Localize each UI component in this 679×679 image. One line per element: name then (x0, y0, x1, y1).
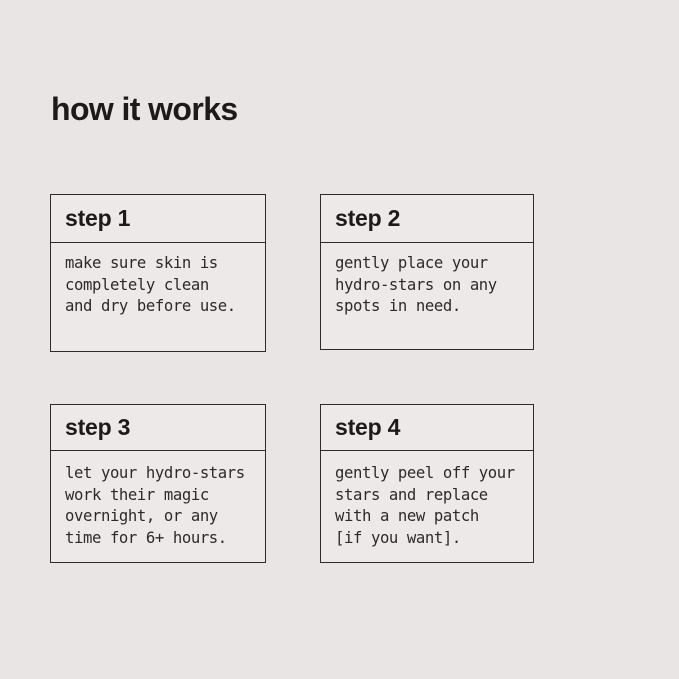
step-4-card: step 4 gently peel off your stars and re… (320, 404, 534, 563)
step-4-description: gently peel off your stars and replace w… (335, 464, 515, 547)
step-3-card: step 3 let your hydro-stars work their m… (50, 404, 266, 563)
page-title: how it works (51, 91, 238, 128)
step-3-description: let your hydro-stars work their magic ov… (65, 464, 245, 547)
step-4-title: step 4 (321, 405, 533, 451)
step-1-description: make sure skin is completely clean and d… (65, 254, 236, 315)
step-2-card: step 2 gently place your hydro-stars on … (320, 194, 534, 350)
step-1-title: step 1 (51, 195, 265, 243)
step-1-card: step 1 make sure skin is completely clea… (50, 194, 266, 352)
step-3-title: step 3 (51, 405, 265, 451)
step-2-title: step 2 (321, 195, 533, 243)
step-2-description: gently place your hydro-stars on any spo… (335, 254, 497, 315)
